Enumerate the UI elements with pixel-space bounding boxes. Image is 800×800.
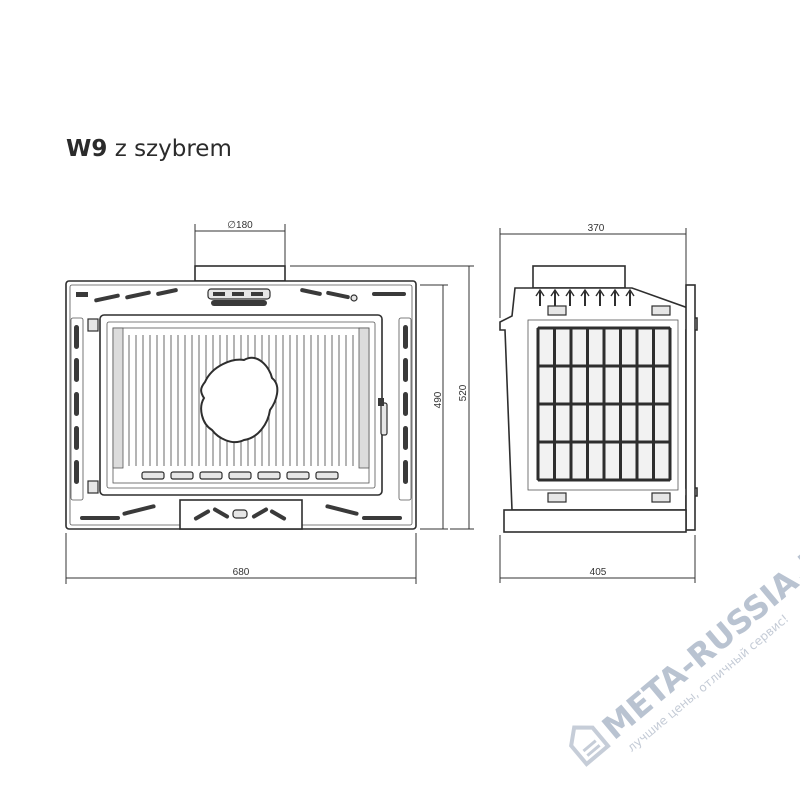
model-name: W9	[66, 136, 108, 162]
bottom-slot	[325, 504, 359, 516]
watermark: META-RUSSIA.RU лучшие цены, отличный сер…	[569, 521, 800, 767]
side-view	[499, 265, 698, 533]
model-variant: z szybrem	[114, 136, 232, 162]
stud-head	[625, 288, 635, 297]
top-vent-slots	[76, 288, 406, 306]
drawing-title: W9 z szybrem	[66, 136, 232, 162]
side-lattice	[536, 326, 672, 482]
lattice-bar-horizontal	[538, 364, 670, 368]
stud-head	[580, 288, 590, 297]
side-dimensions: 370 405	[499, 223, 696, 583]
top-lug	[547, 305, 567, 316]
lattice-bar-horizontal	[538, 326, 670, 330]
left-side-slots	[70, 317, 84, 501]
top-lug	[651, 305, 671, 316]
front-view	[65, 265, 417, 530]
stud-head	[550, 288, 560, 297]
dim-flue-diameter: ∅180	[227, 220, 253, 231]
dim-inner-height: 490	[433, 391, 444, 408]
bottom-slot	[80, 516, 120, 520]
door-hinge-top	[87, 318, 99, 332]
dim-total-height: 520	[458, 384, 469, 401]
lattice-bar-horizontal	[538, 440, 670, 444]
bottom-lug	[651, 492, 671, 503]
dim-side-total-depth: 405	[590, 567, 607, 578]
bottom-lug	[547, 492, 567, 503]
flue-collar	[194, 265, 286, 282]
lattice-bar-horizontal	[538, 478, 670, 482]
bottom-slot	[362, 516, 402, 520]
stud-head	[565, 288, 575, 297]
firebox-side-wall	[112, 327, 124, 469]
firebox-back-ribs	[112, 327, 370, 469]
grate-slots	[141, 471, 339, 480]
door-latch	[378, 398, 384, 406]
bottom-slot	[122, 504, 156, 516]
side-front-plate-base	[503, 509, 687, 533]
side-flue-collar	[532, 265, 626, 289]
firebox-opening	[200, 357, 279, 444]
stud-head	[595, 288, 605, 297]
lattice-bar-horizontal	[538, 402, 670, 406]
firebox-side-wall	[358, 327, 370, 469]
door-glass-frame	[106, 321, 376, 489]
watermark-logo-icon	[569, 725, 611, 767]
air-control-slots	[193, 507, 287, 521]
door-hinge-bottom	[87, 480, 99, 494]
right-side-slots	[398, 317, 412, 501]
dim-side-top-depth: 370	[588, 223, 605, 234]
stud-head	[535, 288, 545, 297]
front-dimensions: ∅180 680 490 520	[65, 220, 474, 584]
dim-front-width: 680	[233, 567, 250, 578]
side-front-plate	[685, 284, 696, 531]
side-inner-panel	[527, 319, 679, 491]
door-handle	[380, 402, 388, 436]
stud-head	[610, 288, 620, 297]
top-studs	[535, 288, 635, 306]
